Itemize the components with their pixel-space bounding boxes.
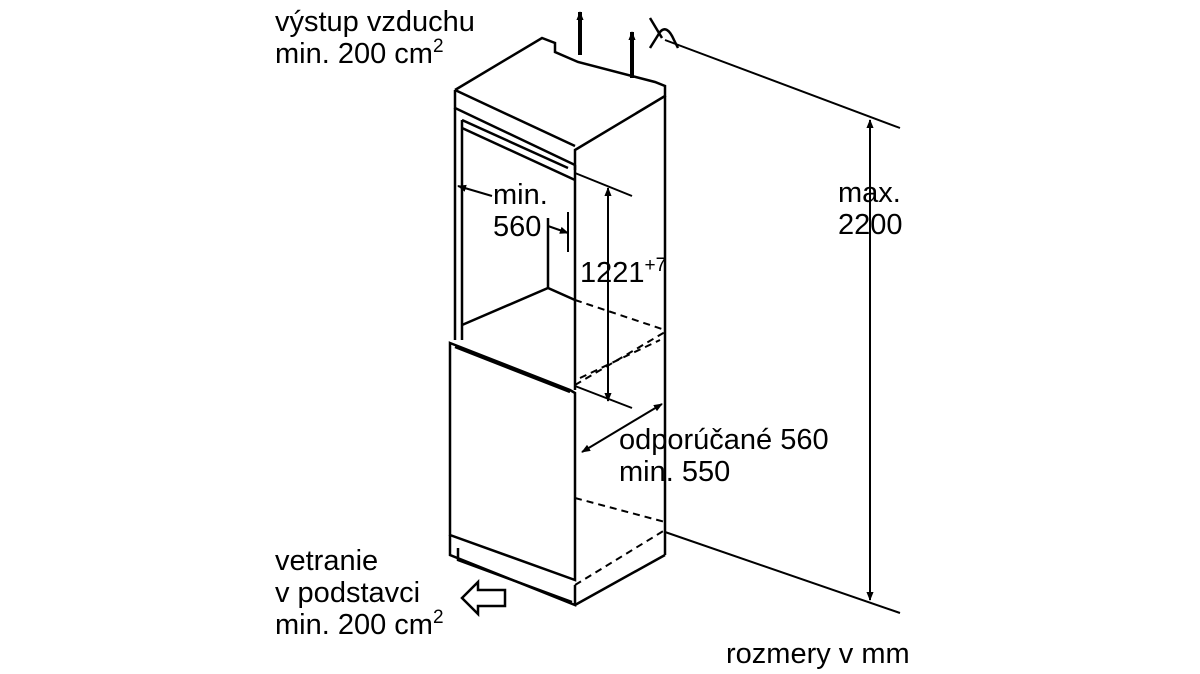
- width-min-label: min. 560: [493, 179, 548, 243]
- max-height-label: max. 2200: [838, 177, 903, 241]
- height-dimension: [574, 172, 633, 409]
- plinth-vent-label-line1: vetranie: [275, 545, 379, 577]
- air-outlet-label: výstup vzduchu min. 200 cm2: [275, 6, 475, 70]
- air-outlet-label-line2: min. 200 cm2: [275, 36, 444, 70]
- units-label: rozmery v mm: [726, 638, 910, 670]
- max-height-dimension: [664, 39, 901, 614]
- depth-label-line1: odporúčané 560: [619, 424, 829, 456]
- width-min-label-line2: 560: [493, 211, 542, 243]
- depth-label-line2: min. 550: [619, 456, 731, 488]
- depth-dimension: [581, 403, 663, 453]
- cabinet-outline: [448, 36, 667, 607]
- width-min-label-line1: min.: [493, 179, 548, 211]
- hidden-edges: [574, 299, 666, 586]
- plinth-vent-arrow: [460, 578, 507, 618]
- height-label: 1221+7: [580, 255, 667, 289]
- depth-label: odporúčané 560 min. 550: [619, 424, 829, 488]
- air-outlet-label-line1: výstup vzduchu: [275, 6, 475, 38]
- plinth-vent-label-line2: v podstavci: [275, 577, 421, 609]
- max-height-label-line2: 2200: [838, 209, 903, 241]
- plinth-vent-label: vetranie v podstavci min. 200 cm2: [275, 545, 444, 641]
- width-dimension: [457, 184, 569, 252]
- max-height-label-line1: max.: [838, 177, 901, 209]
- plinth-vent-label-line3: min. 200 cm2: [275, 607, 444, 641]
- air-outlet-arrows: [576, 11, 636, 78]
- break-symbol-icon: [648, 17, 680, 49]
